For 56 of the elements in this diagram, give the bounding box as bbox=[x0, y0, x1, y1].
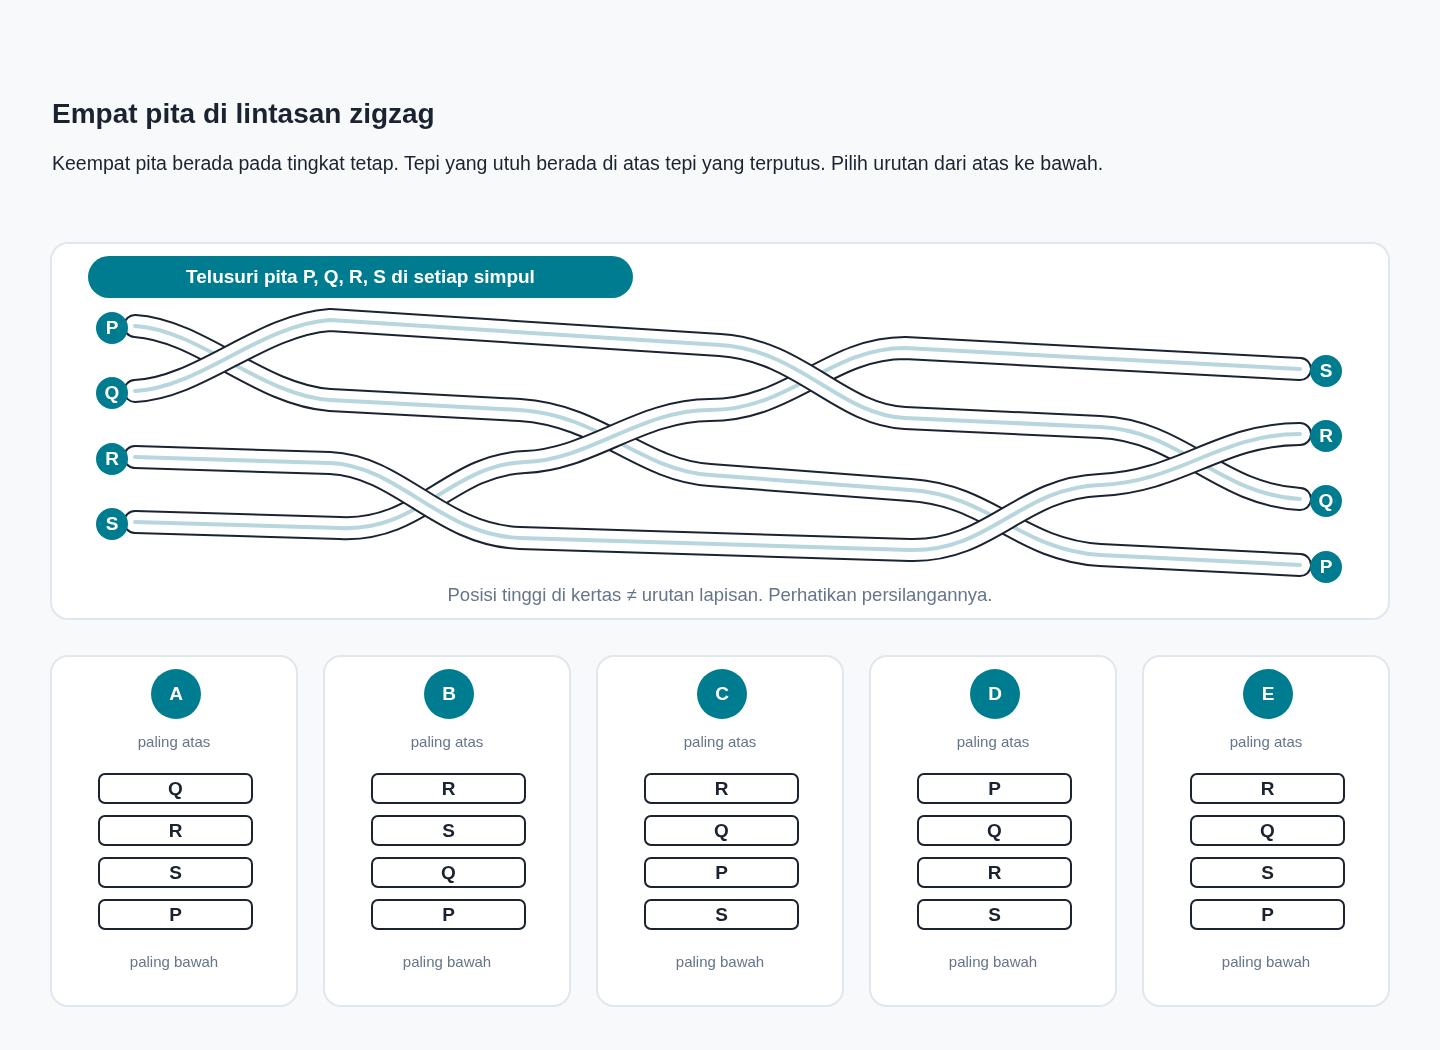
ribbon bbox=[123, 336, 1312, 540]
order-label: paling bawah bbox=[401, 953, 493, 970]
order-label: paling bawah bbox=[674, 953, 766, 970]
order-label: paling atas bbox=[682, 733, 758, 750]
ribbon-slot: S bbox=[644, 899, 799, 930]
ribbon-slot: R bbox=[1190, 773, 1345, 804]
ribbon-end-marker: S bbox=[96, 508, 128, 540]
answer-card bbox=[596, 655, 844, 1007]
order-label: paling atas bbox=[136, 733, 212, 750]
diagram-panel bbox=[50, 242, 1390, 620]
ribbon-end-marker: Q bbox=[1310, 485, 1342, 517]
ribbon-slot: Q bbox=[371, 857, 526, 888]
ribbon-slot: P bbox=[917, 773, 1072, 804]
ribbon bbox=[123, 422, 1312, 562]
ribbon-end-marker: Q bbox=[96, 377, 128, 409]
ribbon-slot: P bbox=[371, 899, 526, 930]
ribbon-end-marker: P bbox=[96, 312, 128, 344]
answer-card bbox=[1142, 655, 1390, 1007]
ribbon-end-marker: R bbox=[96, 443, 128, 475]
ribbon-slot: R bbox=[371, 773, 526, 804]
ribbon-end-marker: P bbox=[1310, 551, 1342, 583]
order-label: paling bawah bbox=[947, 953, 1039, 970]
answer-card bbox=[323, 655, 571, 1007]
ribbon-slot: S bbox=[371, 815, 526, 846]
note-text: Posisi tinggi di kertas ≠ urutan lapisan. Perhatikan persilangannya. bbox=[446, 584, 994, 606]
answer-card bbox=[869, 655, 1117, 1007]
option-letter: B bbox=[424, 669, 474, 719]
ribbon-end-marker: S bbox=[1310, 355, 1342, 387]
option-letter: A bbox=[151, 669, 201, 719]
ribbon-slot: Q bbox=[917, 815, 1072, 846]
ribbon-slot: Q bbox=[1190, 815, 1345, 846]
instruction-text: Keempat pita berada pada tingkat tetap. Tepi yang utuh berada di atas tepi yang terputus. Pilih urutan dari atas ke bawah. bbox=[52, 152, 1104, 175]
ribbon-slot: S bbox=[98, 857, 253, 888]
ribbon-slot: P bbox=[98, 899, 253, 930]
option-letter: E bbox=[1243, 669, 1293, 719]
ribbon-slot: R bbox=[98, 815, 253, 846]
ribbon-end-marker: R bbox=[1310, 420, 1342, 452]
ribbon-slot: S bbox=[1190, 857, 1345, 888]
ribbon-slot: S bbox=[917, 899, 1072, 930]
order-label: paling bawah bbox=[128, 953, 220, 970]
order-label: paling atas bbox=[409, 733, 485, 750]
ribbon-slot: Q bbox=[98, 773, 253, 804]
order-label: paling atas bbox=[955, 733, 1031, 750]
order-label: paling atas bbox=[1228, 733, 1304, 750]
header-banner: Telusuri pita P, Q, R, S di setiap simpul bbox=[88, 256, 633, 298]
ribbon-slot: Q bbox=[644, 815, 799, 846]
ribbon bbox=[123, 314, 1312, 577]
ribbon-slot: R bbox=[917, 857, 1072, 888]
option-letter: D bbox=[970, 669, 1020, 719]
order-label: paling bawah bbox=[1220, 953, 1312, 970]
ribbon-slot: P bbox=[1190, 899, 1345, 930]
ribbon-slot: R bbox=[644, 773, 799, 804]
ribbon-slot: P bbox=[644, 857, 799, 888]
answer-card bbox=[50, 655, 298, 1007]
diagram-title: Empat pita di lintasan zigzag bbox=[52, 98, 435, 130]
option-letter: C bbox=[697, 669, 747, 719]
